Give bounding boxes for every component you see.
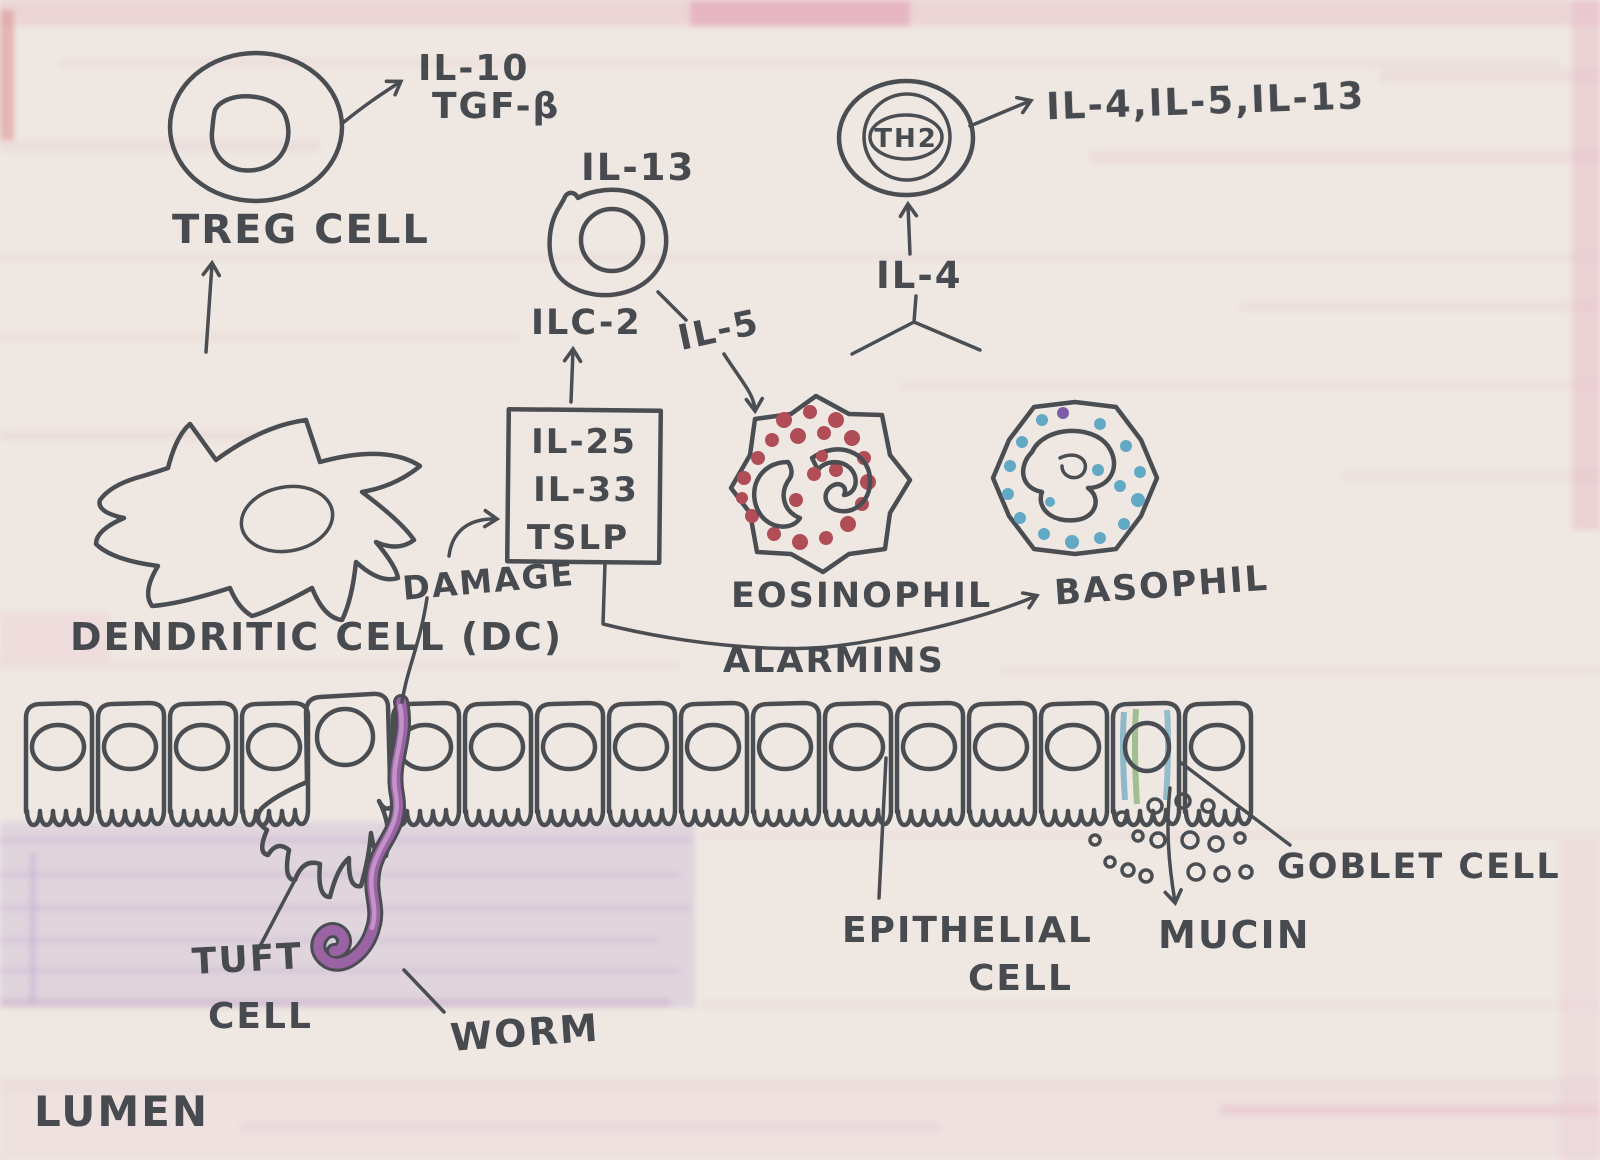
line-il4-branch-stem bbox=[912, 294, 918, 324]
line-il4-branch-left bbox=[850, 320, 916, 356]
arrow-damage-to-box bbox=[447, 508, 501, 558]
arrow-th2-to-cytokines bbox=[968, 95, 1034, 128]
dendritic-cell-label: DENDRITIC CELL (DC) bbox=[70, 615, 563, 659]
text-labels: IL-10 TGF-β TREG CELL IL-13 ILC-2 IL-5 I… bbox=[34, 48, 1561, 1136]
line-tuft-pointer bbox=[256, 874, 299, 952]
basophil-accent-granule bbox=[1057, 407, 1069, 419]
alarmin-box-il33: IL-33 bbox=[533, 470, 639, 510]
connectors bbox=[201, 79, 1292, 1014]
ilc2-cell-shape bbox=[547, 187, 669, 298]
basophil-granules bbox=[1002, 414, 1146, 549]
arrow-mucin-release bbox=[1163, 786, 1183, 907]
goblet-cell-label: GOBLET CELL bbox=[1277, 847, 1561, 887]
ilc2-label: ILC-2 bbox=[531, 303, 642, 343]
treg-cell-shape bbox=[167, 50, 345, 204]
arrow-treg-to-cytokines bbox=[342, 79, 404, 124]
th2-products-label: IL-4,IL-5,IL-13 bbox=[1045, 74, 1366, 128]
line-ilc2-to-il5 bbox=[656, 290, 688, 322]
eosinophil-shape bbox=[728, 393, 913, 575]
epithelial-label-line1: EPITHELIAL bbox=[842, 910, 1093, 951]
line-damage-to-epithelium bbox=[400, 596, 429, 704]
mucin-granules bbox=[1088, 792, 1254, 884]
arrow-il4-to-th2 bbox=[898, 200, 919, 256]
dendritic-cell-shape bbox=[93, 417, 423, 623]
worm-shape bbox=[310, 694, 411, 972]
alarmin-box-il25: IL-25 bbox=[531, 422, 637, 462]
il4-label: IL-4 bbox=[876, 254, 962, 297]
line-epithelial-pointer bbox=[877, 756, 888, 900]
basophil-shape bbox=[990, 399, 1160, 557]
arrow-il5-to-eosinophil bbox=[722, 352, 765, 415]
line-goblet-pointer bbox=[1178, 760, 1292, 847]
th2-cell-shape: TH2 bbox=[836, 78, 976, 198]
il5-label: IL-5 bbox=[675, 303, 764, 359]
worm-label: WORM bbox=[449, 1006, 601, 1060]
arrow-alarmins-to-basophil bbox=[601, 561, 1040, 651]
alarmins-label: ALARMINS bbox=[723, 641, 945, 681]
goblet-cell-shape bbox=[1110, 700, 1182, 828]
damage-label: DAMAGE bbox=[401, 554, 577, 608]
il10-label: IL-10 bbox=[418, 48, 529, 89]
tuft-label-line2: CELL bbox=[208, 996, 313, 1037]
arrow-dc-to-treg bbox=[201, 259, 222, 354]
line-il4-branch-right bbox=[912, 320, 982, 352]
epithelium bbox=[26, 700, 1251, 828]
alarmin-box-tslp: TSLP bbox=[527, 518, 629, 558]
il13-label: IL-13 bbox=[581, 146, 695, 189]
line-worm-pointer bbox=[402, 968, 446, 1014]
basophil-label: BASOPHIL bbox=[1053, 559, 1270, 614]
epithelial-label-line2: CELL bbox=[968, 958, 1073, 999]
tgfb-label: TGF-β bbox=[432, 86, 560, 127]
tuft-label-line1: TUFT bbox=[191, 936, 304, 983]
arrow-box-to-ilc2 bbox=[562, 345, 583, 404]
mucin-label: MUCIN bbox=[1158, 913, 1311, 957]
alarmin-box: IL-25 IL-33 TSLP bbox=[504, 406, 664, 566]
treg-cell-label: TREG CELL bbox=[172, 207, 430, 253]
eosinophil-label: EOSINOPHIL bbox=[731, 576, 992, 616]
lumen-label: LUMEN bbox=[34, 1087, 209, 1136]
th2-label: TH2 bbox=[874, 124, 938, 154]
